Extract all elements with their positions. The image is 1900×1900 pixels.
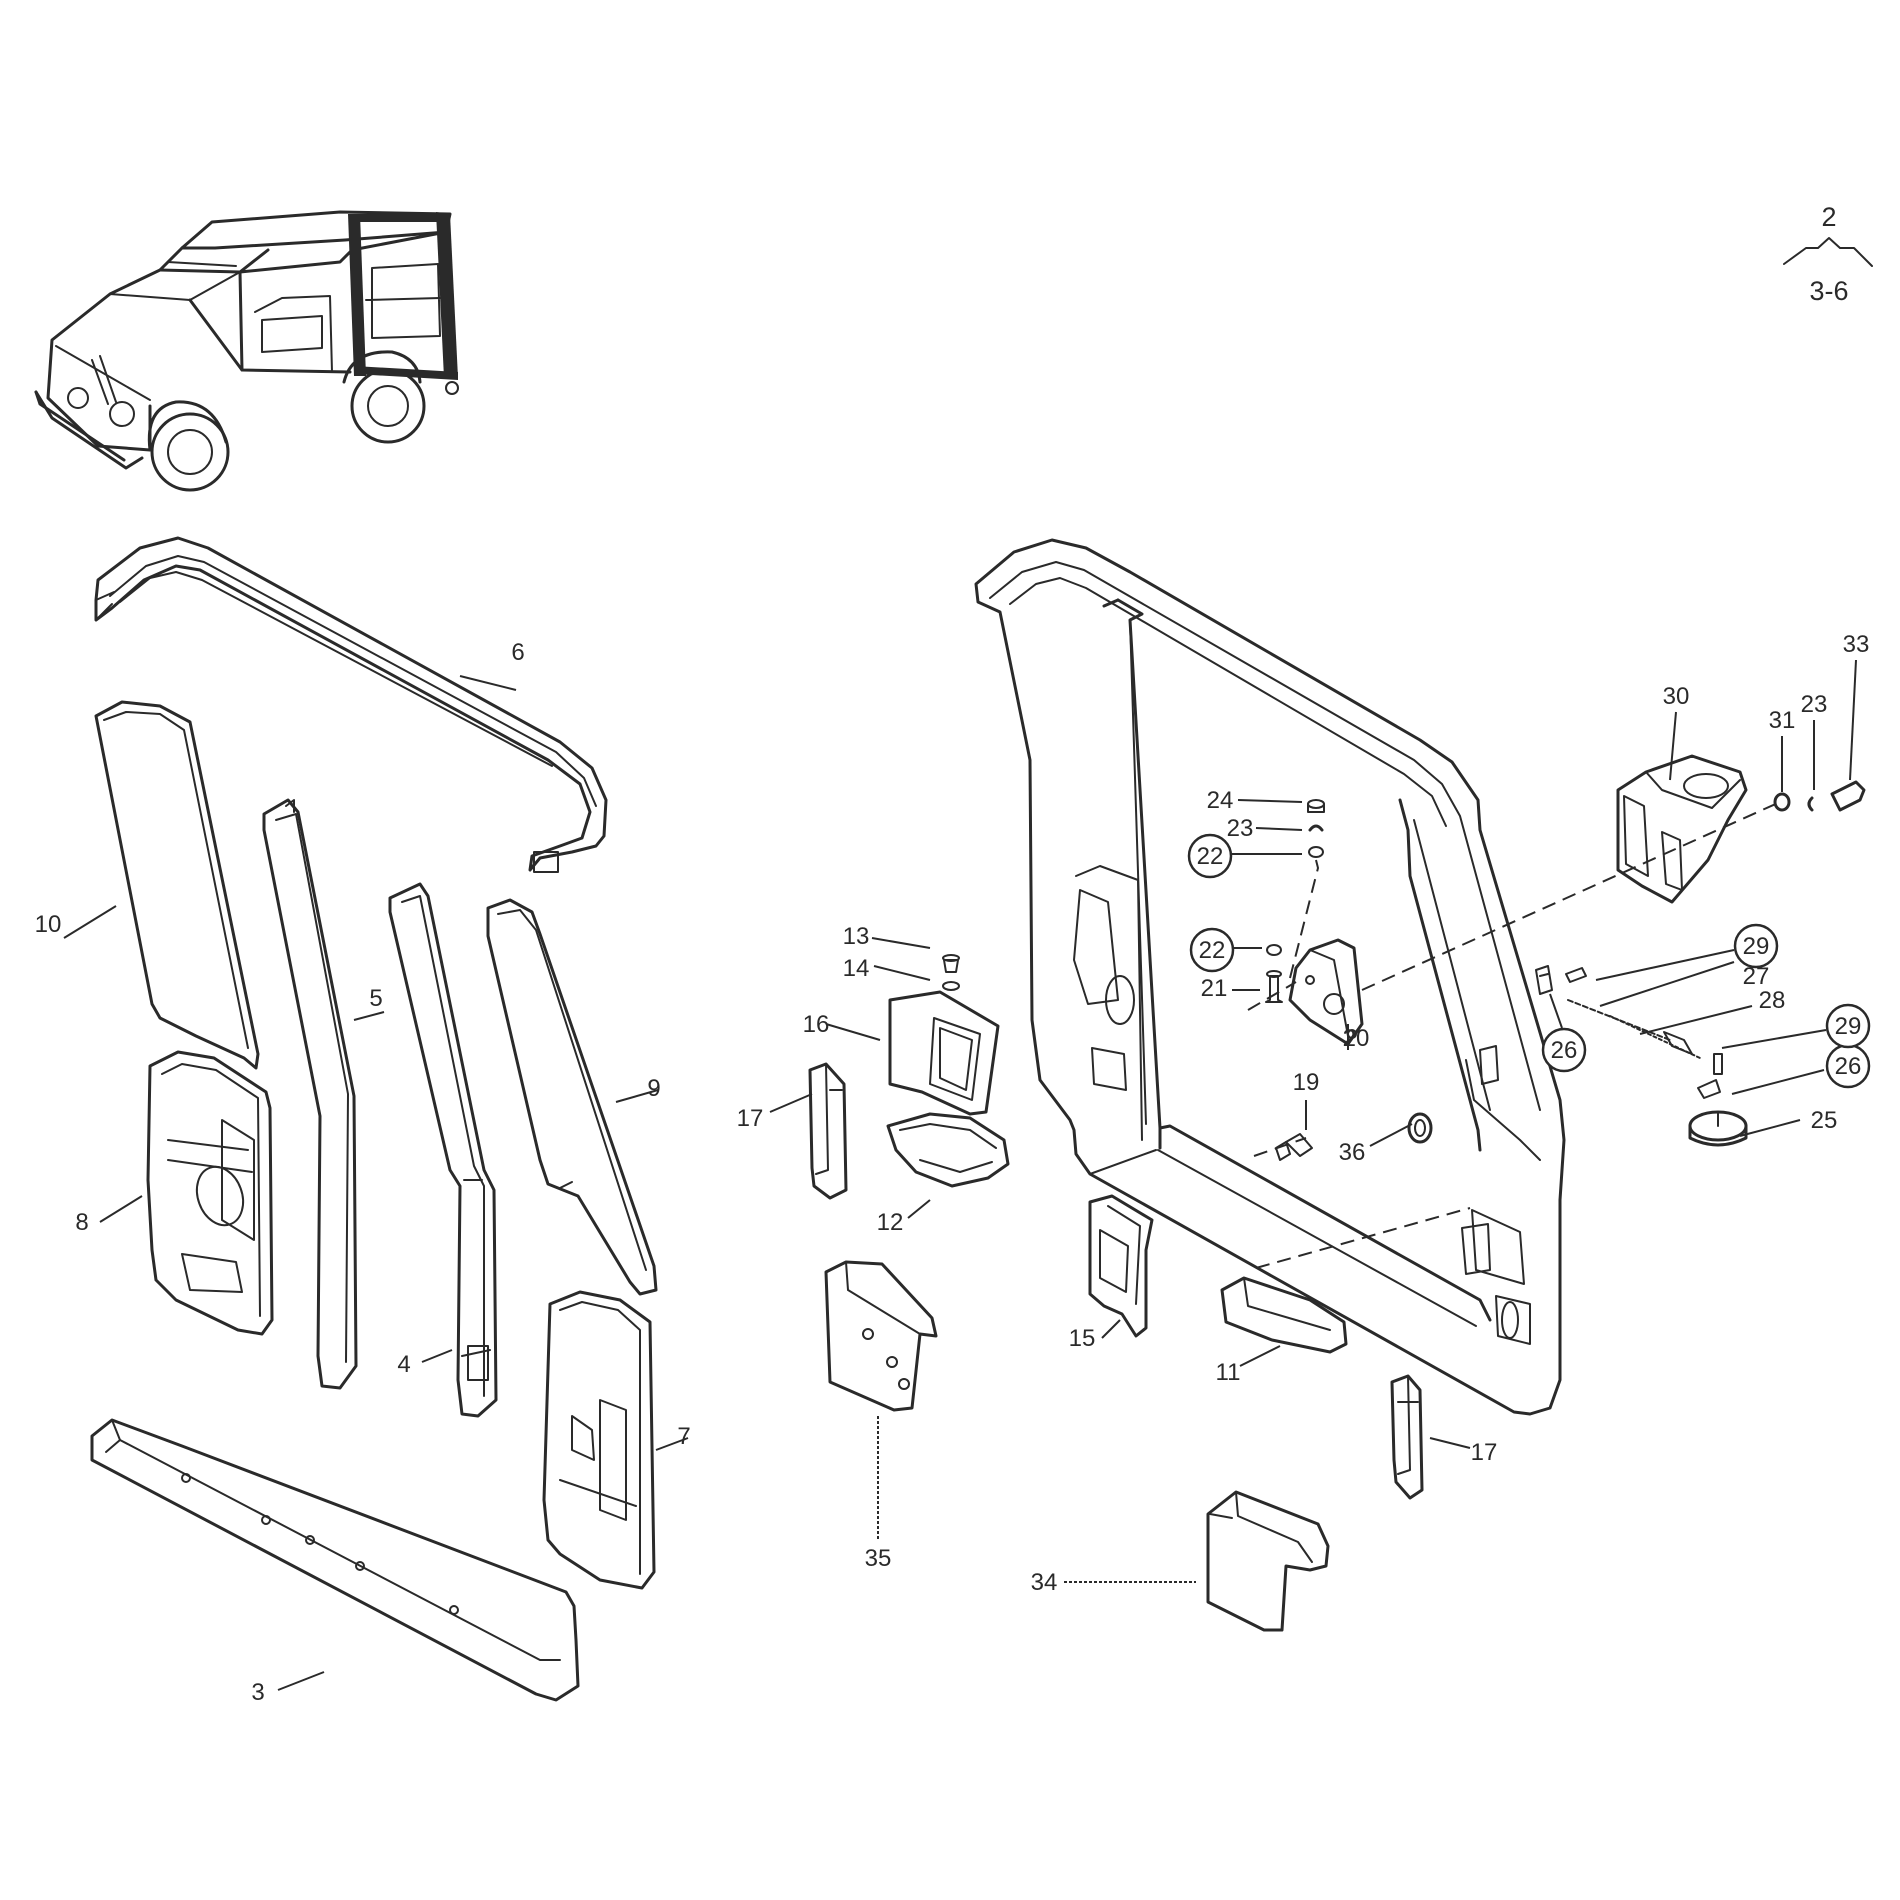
callout-14: 14 <box>843 955 870 982</box>
part-22-washer-lower <box>1266 944 1282 956</box>
callout-8: 8 <box>75 1209 88 1236</box>
callout-22-upper: 22 <box>1197 843 1224 870</box>
part-16-bracket <box>888 990 1000 1116</box>
reference-mark: 2 3-6 <box>1783 202 1873 306</box>
part-36-grommet <box>1407 1112 1433 1144</box>
callout-35: 35 <box>865 1545 892 1572</box>
part-15-bracket <box>1088 1194 1154 1338</box>
part-14-washer <box>942 981 960 991</box>
part-23-washer-right <box>1807 796 1814 812</box>
leader-lines <box>63 659 1857 1691</box>
callout-34: 34 <box>1031 1569 1058 1596</box>
reference-top: 2 <box>1821 202 1836 232</box>
vehicle-thumbnail <box>34 210 459 492</box>
callout-23-right: 23 <box>1801 691 1828 718</box>
part-8-inner-panel <box>146 1050 274 1336</box>
callout-26-lower: 26 <box>1835 1053 1862 1080</box>
callout-7: 7 <box>677 1423 690 1450</box>
part-12-bracket <box>886 1112 1010 1188</box>
callout-33: 33 <box>1843 631 1870 658</box>
callout-10: 10 <box>35 911 62 938</box>
part-28-spring <box>1609 1015 1701 1059</box>
part-25-knob <box>1688 1110 1748 1147</box>
part-3-sill <box>90 1418 580 1702</box>
part-27-rod <box>1567 999 1671 1041</box>
callout-3: 3 <box>251 1679 264 1706</box>
callout-29-upper: 29 <box>1743 933 1770 960</box>
callout-22-lower: 22 <box>1199 937 1226 964</box>
callout-23-center: 23 <box>1227 815 1254 842</box>
reference-bottom: 3-6 <box>1809 276 1848 306</box>
callout-29-lower-ring <box>1825 1003 1871 1049</box>
callout-29-lower: 29 <box>1835 1013 1862 1040</box>
callout-11: 11 <box>1216 1359 1241 1386</box>
part-7-rear-panel <box>542 1290 656 1590</box>
part-6-roof-rail <box>94 536 608 873</box>
callout-26-upper: 26 <box>1551 1037 1578 1064</box>
part-5-pillar <box>262 798 358 1390</box>
part-11-bracket <box>1220 1276 1348 1354</box>
callout-22-upper-ring <box>1187 833 1233 879</box>
part-26-clip-upper <box>1535 965 1553 995</box>
part-21-screw <box>1265 970 1283 1003</box>
callout-9: 9 <box>647 1075 660 1102</box>
callout-15: 15 <box>1069 1325 1096 1352</box>
callout-21: 21 <box>1201 975 1228 1002</box>
part-23-washer-top <box>1308 824 1324 832</box>
part-31-nut <box>1773 792 1791 812</box>
alignment-lines <box>1247 801 1781 1269</box>
callout-29-upper-ring <box>1733 923 1779 969</box>
callout-5: 5 <box>369 985 382 1012</box>
part-29-pin-lower <box>1713 1053 1723 1075</box>
callout-36: 36 <box>1339 1139 1366 1166</box>
part-4-pillar <box>388 882 498 1418</box>
part-26-clip-lower <box>1697 1079 1721 1099</box>
callout-22-lower-ring <box>1189 927 1235 973</box>
callout-30: 30 <box>1663 683 1690 710</box>
part-17-bracket-left <box>808 1062 848 1200</box>
callout-17-left: 17 <box>737 1105 764 1132</box>
part-33-bolt <box>1830 780 1866 812</box>
part-35-panel <box>824 1260 938 1412</box>
callout-4: 4 <box>397 1351 410 1378</box>
callout-labels: 3 4 5 6 7 8 9 10 11 12 13 14 15 16 17 17… <box>35 631 1871 1706</box>
part-19-bolt <box>1275 1133 1313 1161</box>
callout-24: 24 <box>1207 787 1234 814</box>
part-9-trim <box>486 898 658 1296</box>
callout-20: 20 <box>1343 1025 1370 1052</box>
part-10-panel <box>94 700 260 1070</box>
part-13-screw <box>942 954 960 973</box>
callout-13: 13 <box>843 923 870 950</box>
part-34-cover <box>1206 1490 1330 1632</box>
part-22-washer-top <box>1308 846 1324 858</box>
callout-25: 25 <box>1811 1107 1838 1134</box>
callout-17-right: 17 <box>1471 1439 1498 1466</box>
callout-6: 6 <box>511 639 524 666</box>
callout-12: 12 <box>877 1209 904 1236</box>
part-24-nut <box>1307 799 1325 813</box>
callout-19: 19 <box>1293 1069 1320 1096</box>
part-29-pin-upper <box>1565 967 1587 983</box>
callout-31: 31 <box>1769 707 1796 734</box>
part-17-bracket-right <box>1390 1374 1424 1500</box>
part-30-hinge-bracket <box>1616 754 1748 904</box>
callout-16: 16 <box>803 1011 830 1038</box>
callout-28: 28 <box>1759 987 1786 1014</box>
callout-26-upper-ring <box>1541 1027 1587 1073</box>
